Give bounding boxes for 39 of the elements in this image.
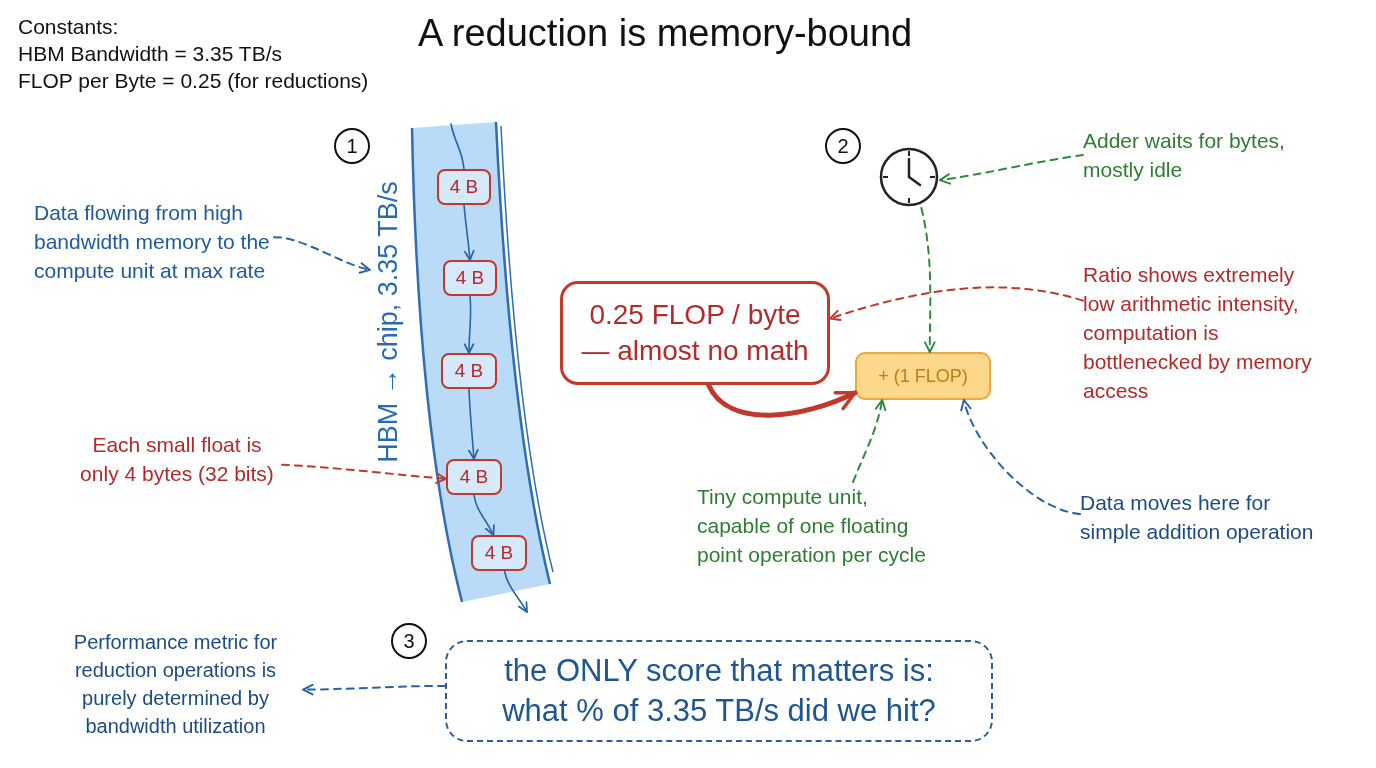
annotation-text: Ratio shows extremely low arithmetic intensity, computation is bottlenecked by memory access <box>1083 260 1323 405</box>
arrow <box>468 388 479 460</box>
annotation-text: Performance metric for reduction operations is purely determined by bandwidth utilization <box>48 628 303 740</box>
constant-text: HBM Bandwidth = 3.35 TB/s <box>18 41 282 67</box>
arrow <box>473 494 495 536</box>
dashed-arrow <box>829 286 1084 322</box>
byte-box: 4 B <box>441 353 497 389</box>
dashed-arrow <box>281 463 447 484</box>
step-number: 1 <box>334 128 370 164</box>
highlight-box: 0.25 FLOP / byte — almost no math <box>560 281 830 385</box>
title: A reduction is memory-bound <box>418 11 913 56</box>
arrow <box>463 204 475 261</box>
annotation-text: Data flowing from high bandwidth memory to the compute unit at max rate <box>34 198 274 285</box>
annotation-text: Adder waits for bytes, mostly idle <box>1083 126 1313 184</box>
annotation-text: Each small float is only 4 bytes (32 bits) <box>72 430 282 488</box>
dashed-arrow <box>273 236 371 274</box>
constant-text: Constants: <box>18 14 119 40</box>
dashed-arrow <box>920 207 936 353</box>
step-number: 3 <box>391 623 427 659</box>
dashed-arrow <box>939 154 1084 185</box>
dashed-arrow <box>852 399 887 483</box>
constant-text: FLOP per Byte = 0.25 (for reductions) <box>18 68 369 94</box>
connector-line <box>450 123 465 170</box>
byte-box: 4 B <box>446 459 502 495</box>
arrow <box>503 570 528 613</box>
dashed-arrow <box>302 683 446 696</box>
dashed-arrow <box>960 399 1081 516</box>
byte-box: 4 B <box>443 260 497 296</box>
curved-arrow <box>706 382 858 418</box>
step-number: 2 <box>825 128 861 164</box>
annotation-text: Tiny compute unit, capable of one floating point operation per cycle <box>697 482 937 569</box>
annotation-text: Data moves here for simple addition operation <box>1080 488 1325 546</box>
byte-box: 4 B <box>471 535 527 571</box>
note-box: the ONLY score that matters is: what % of 3.35 TB/s did we hit? <box>445 640 993 742</box>
byte-box: 4 B <box>437 169 491 205</box>
clock-icon <box>878 146 940 208</box>
operation-box: + (1 FLOP) <box>855 352 991 400</box>
arrow <box>463 295 475 354</box>
band-label: HBM → chip, 3.35 TB/s <box>372 180 404 465</box>
